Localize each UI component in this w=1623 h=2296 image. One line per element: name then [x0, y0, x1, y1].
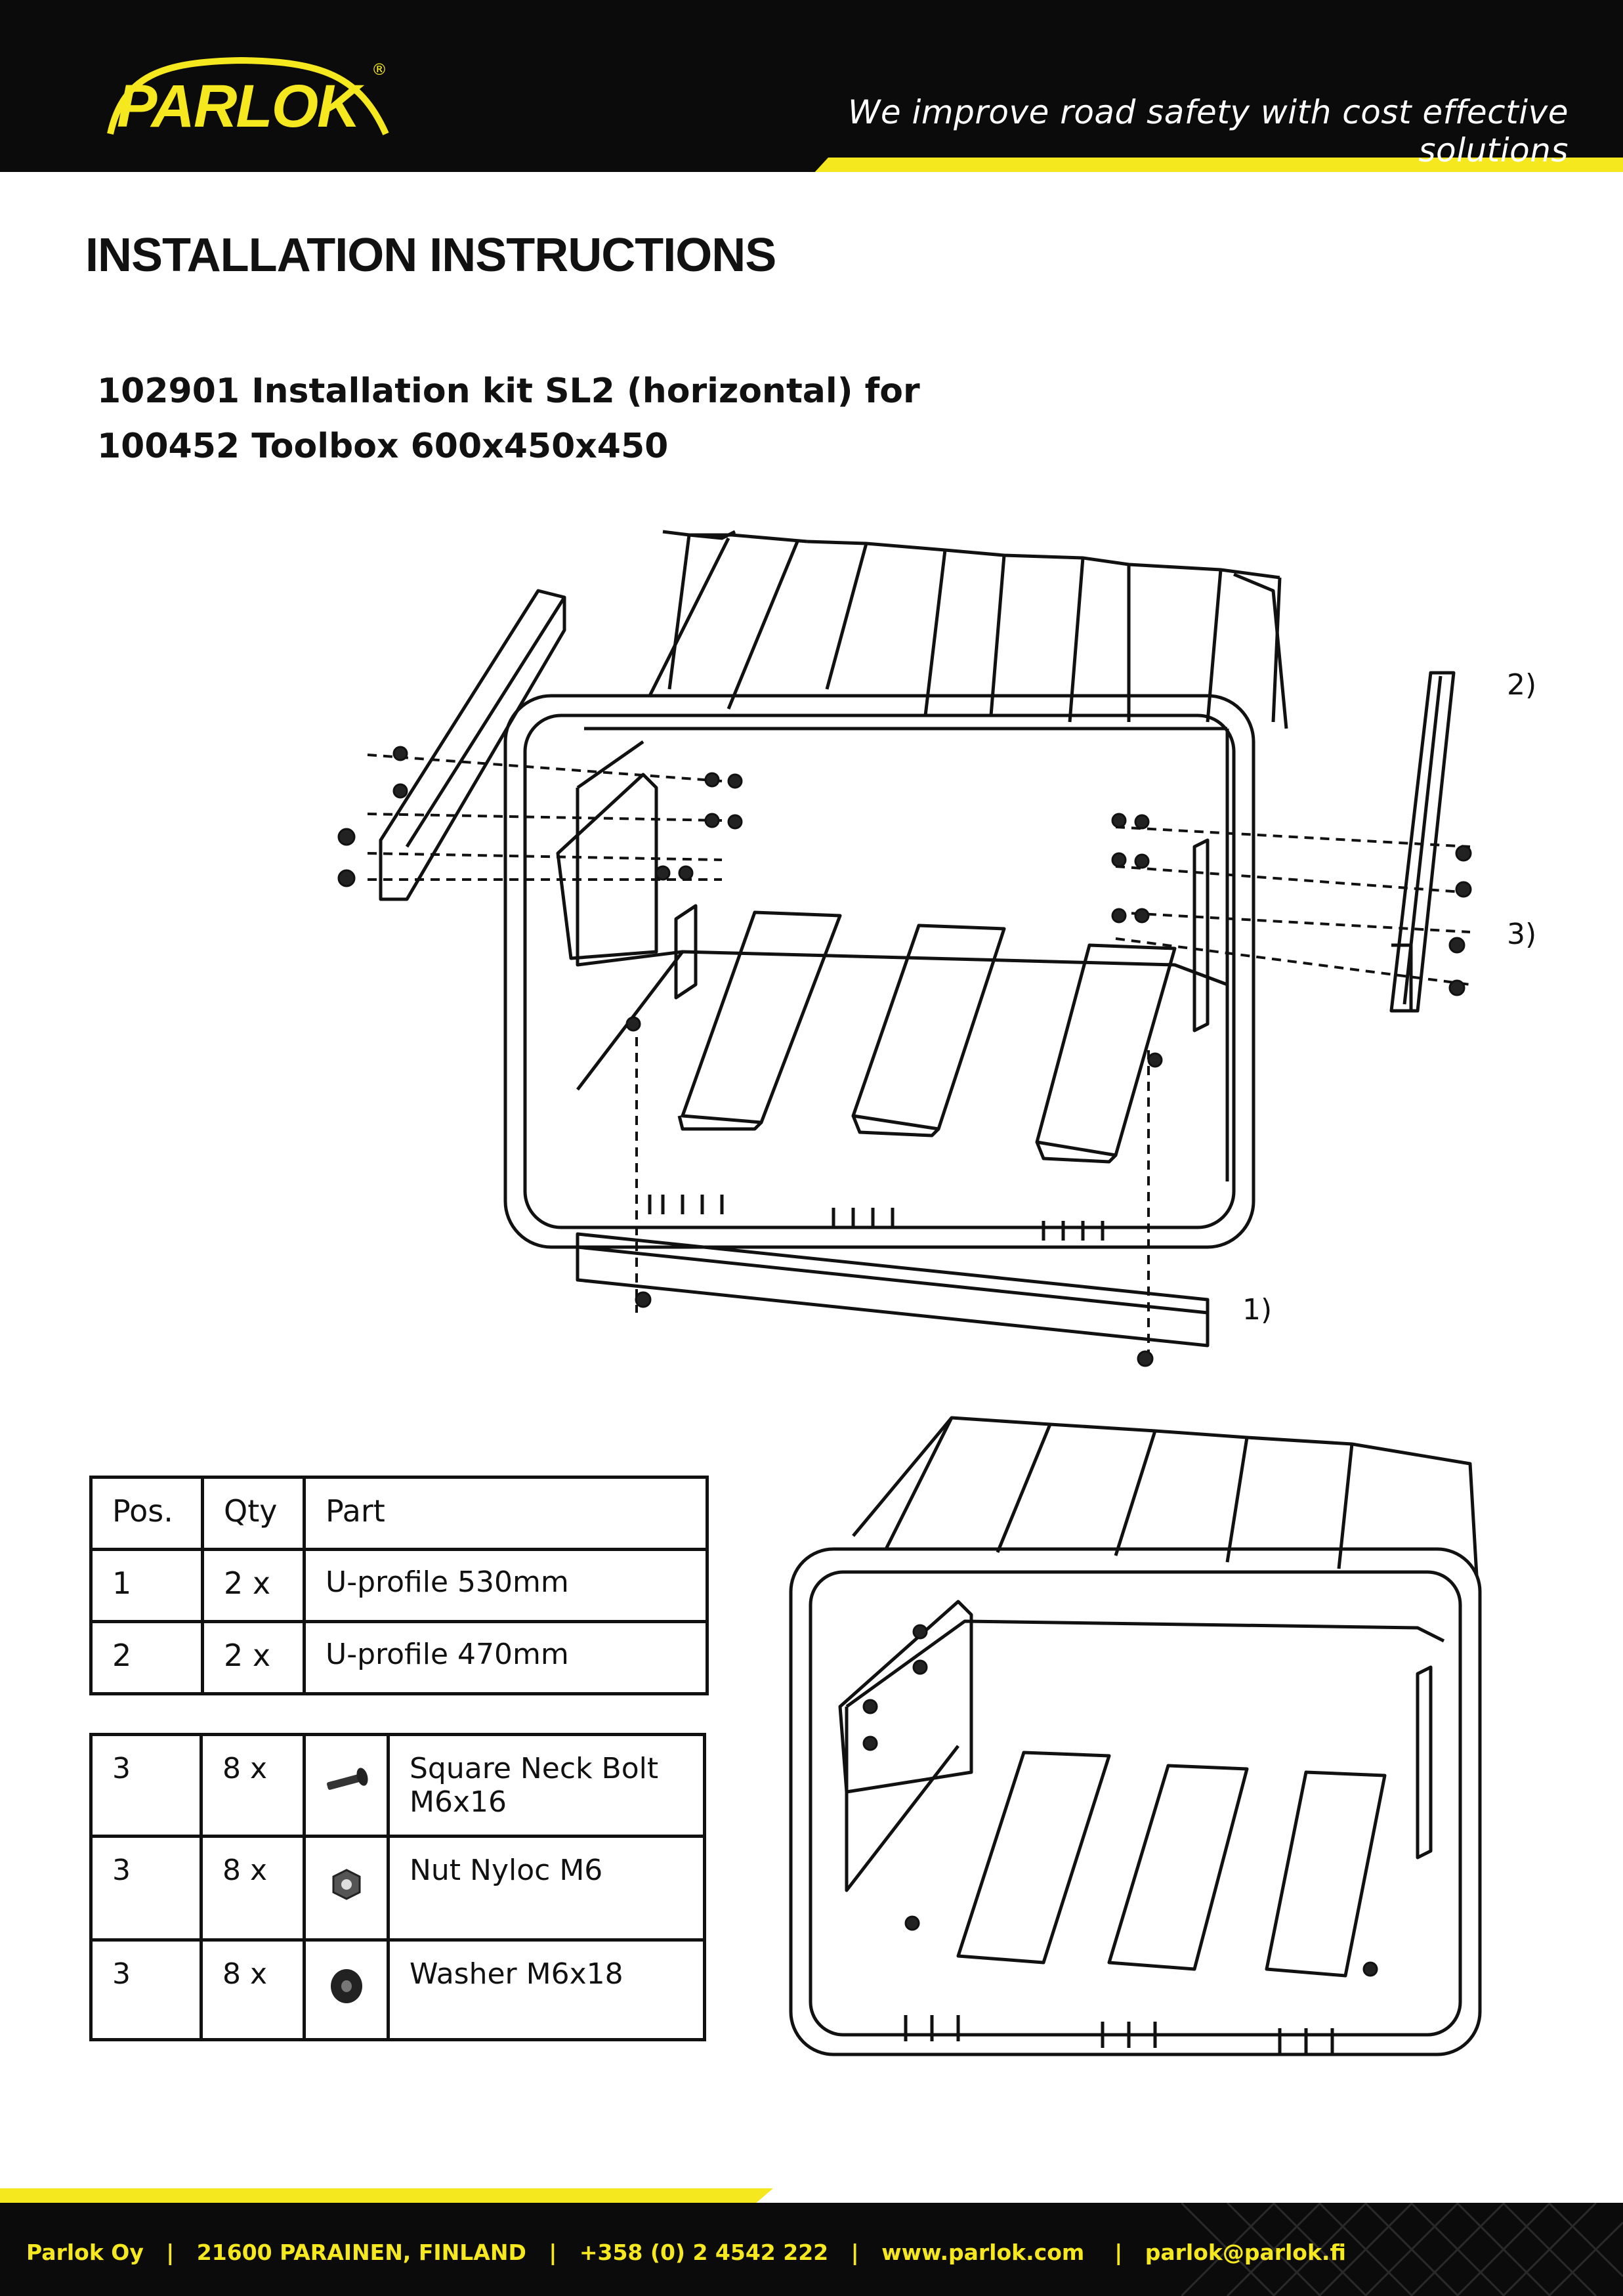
row-pos: 3 — [89, 1835, 203, 1942]
row-part: Square Neck Bolt M6x16 — [387, 1733, 706, 1838]
toolbox-front-frame — [503, 694, 1255, 1249]
part-line1: Nut Nyloc M6 — [410, 1854, 603, 1887]
bolt-markers — [337, 746, 1472, 1367]
row-part: U-profile 470mm — [303, 1620, 709, 1695]
row-qty: 8 x — [200, 1733, 306, 1838]
parlok-logo: PARLOK ® — [84, 55, 399, 140]
toolbox-feet — [648, 1195, 1105, 1241]
row-qty: 8 x — [200, 1835, 306, 1942]
logo-text: PARLOK — [117, 73, 361, 140]
table-row: 3 8 x Nut Nyloc M6 — [89, 1835, 706, 1942]
table-row: 3 8 x Washer M6x18 — [89, 1938, 706, 2041]
row-pos: 1 — [89, 1548, 204, 1623]
row-part: Nut Nyloc M6 — [387, 1835, 706, 1942]
table-row: 1 2 x U-profile 530mm — [89, 1548, 709, 1623]
part-line2: M6x16 — [410, 1785, 507, 1819]
bolt-icon — [303, 1733, 390, 1838]
bottom-u-profile — [576, 1232, 1210, 1348]
table-row: 2 2 x U-profile 470mm — [89, 1620, 709, 1695]
row-pos: 3 — [89, 1733, 203, 1838]
washer-icon — [303, 1938, 390, 2041]
part-line1: Washer M6x18 — [410, 1957, 623, 1991]
table-header-row: Pos. Qty Part — [89, 1476, 709, 1551]
row-part: U-profile 530mm — [303, 1548, 709, 1623]
header-yellow-stripe — [814, 158, 1623, 172]
kit-subtitle-line1: 102901 Installation kit SL2 (horizontal)… — [97, 372, 920, 411]
registered-mark: ® — [371, 60, 387, 79]
logo-arc-icon — [107, 56, 389, 136]
footer-yellow-stripe — [0, 2188, 773, 2204]
hardware-table: 3 8 x Square Neck Bolt M6x16 3 8 x Nut N… — [89, 1733, 706, 2041]
header-pos: Pos. — [89, 1476, 204, 1551]
assembly-guide-lines — [367, 754, 1471, 1352]
slogan: We improve road safety with cost effecti… — [847, 93, 1569, 169]
callout-2: 2) — [1507, 668, 1537, 702]
part-line1: Square Neck Bolt — [410, 1752, 659, 1785]
page-footer — [0, 2203, 1623, 2296]
row-pos: 3 — [89, 1938, 203, 2041]
page-header — [0, 0, 1623, 172]
row-qty: 2 x — [201, 1548, 306, 1623]
row-pos: 2 — [89, 1620, 204, 1695]
footer-contact-info: Parlok Oy | 21600 PARAINEN, FINLAND | +3… — [26, 2240, 1346, 2265]
table-row: 3 8 x Square Neck Bolt M6x16 — [89, 1733, 706, 1838]
kit-subtitle-line2: 100452 Toolbox 600x450x450 — [97, 427, 669, 466]
header-part: Part — [303, 1476, 709, 1551]
page-title: INSTALLATION INSTRUCTIONS — [85, 229, 776, 282]
callout-3: 3) — [1507, 918, 1537, 951]
footer-pattern — [1181, 2203, 1623, 2296]
row-qty: 8 x — [200, 1938, 306, 2041]
header-qty: Qty — [201, 1476, 306, 1551]
row-qty: 2 x — [201, 1620, 306, 1695]
row-part: Washer M6x18 — [387, 1938, 706, 2041]
parts-table: Pos. Qty Part 1 2 x U-profile 530mm 2 2 … — [89, 1476, 709, 1695]
left-u-profile — [379, 589, 566, 901]
nut-icon — [303, 1835, 390, 1942]
callout-1: 1) — [1242, 1293, 1273, 1327]
right-u-profile — [1389, 671, 1456, 1013]
